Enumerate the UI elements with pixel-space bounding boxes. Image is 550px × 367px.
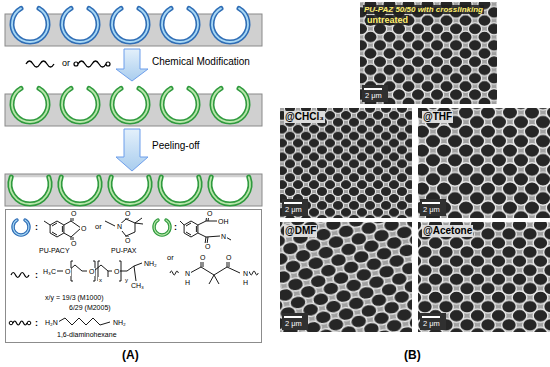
- atom-label: O: [113, 268, 120, 276]
- compound-name: PU-PAX: [110, 247, 138, 255]
- step-label: Chemical Modification: [152, 56, 250, 68]
- colon-mark: :: [35, 318, 38, 328]
- atom-label: H₂N: [44, 319, 59, 327]
- atom-label: O: [199, 254, 206, 262]
- atom-label: O: [124, 237, 131, 245]
- atom-label: N: [116, 223, 123, 231]
- description-label: x/y = 19/3 (M1000): [44, 294, 105, 302]
- atom-label: O: [124, 210, 131, 218]
- scale-label: 2 μm: [364, 92, 383, 101]
- atom-label: O: [204, 243, 211, 251]
- description-label: 6/29 (M2005): [68, 304, 112, 312]
- sem-image: @THF 2 μm: [418, 108, 550, 218]
- legend-box: :OOOPU-PACYorNOOPU-PAX:OOHNOorNHOONH:H₃C…: [5, 209, 262, 343]
- atom-label: O: [225, 254, 232, 262]
- sem-image: PU-PAZ 50/50 with crosslinkinguntreated 2…: [360, 2, 497, 104]
- scale-label: 2 μm: [284, 320, 303, 329]
- scale-label: 2 μm: [422, 320, 441, 329]
- step-label: Peeling-off: [152, 140, 200, 152]
- atom-label: O: [64, 268, 71, 276]
- atom-label: OH: [217, 218, 230, 226]
- atom-label: O: [70, 240, 77, 248]
- solvent-label: @THF: [422, 111, 453, 123]
- solvent-label: @CHCl₃: [284, 111, 325, 123]
- panel-label: (B): [404, 349, 421, 363]
- sem-image: @Acetone 2 μm: [418, 222, 550, 332]
- atom-label: O: [88, 268, 95, 276]
- description-label: 1,6-diaminohexane: [56, 331, 118, 339]
- subscript-label: x: [98, 277, 103, 284]
- condition-label: untreated: [366, 15, 409, 25]
- compound-name: PU-PACY: [38, 247, 71, 255]
- colon-mark: :: [174, 222, 177, 232]
- or-label: or: [94, 223, 103, 232]
- or-label: or: [166, 254, 175, 263]
- atom-label: H: [184, 279, 191, 287]
- sem-image: @CHCl₃ 2 μm: [280, 108, 412, 218]
- solvent-label: @DMF: [284, 225, 317, 237]
- atom-label: O: [206, 210, 213, 218]
- atom-label: N: [184, 270, 191, 278]
- subscript-label: y: [124, 277, 129, 284]
- atom-label: N: [220, 233, 227, 241]
- sample-title: PU-PAZ 50/50 with crosslinking: [363, 5, 484, 14]
- panel-label: (A): [122, 349, 139, 363]
- colon-mark: :: [35, 270, 38, 280]
- atom-label: N: [242, 270, 249, 278]
- atom-label: CH₃: [130, 282, 145, 290]
- scale-label: 2 μm: [284, 206, 303, 215]
- atom-label: H: [242, 279, 249, 287]
- or-label: or: [61, 58, 71, 68]
- solvent-label: @Acetone: [422, 225, 473, 237]
- atom-label: NH₂: [112, 319, 127, 327]
- atom-label: O: [80, 225, 87, 233]
- atom-label: O: [70, 210, 77, 218]
- colon-mark: :: [35, 222, 38, 232]
- atom-label: NH₂: [143, 260, 158, 268]
- atom-label: H₃C: [42, 268, 57, 276]
- scale-label: 2 μm: [422, 206, 441, 215]
- sem-image: @DMF 2 μm: [280, 222, 412, 332]
